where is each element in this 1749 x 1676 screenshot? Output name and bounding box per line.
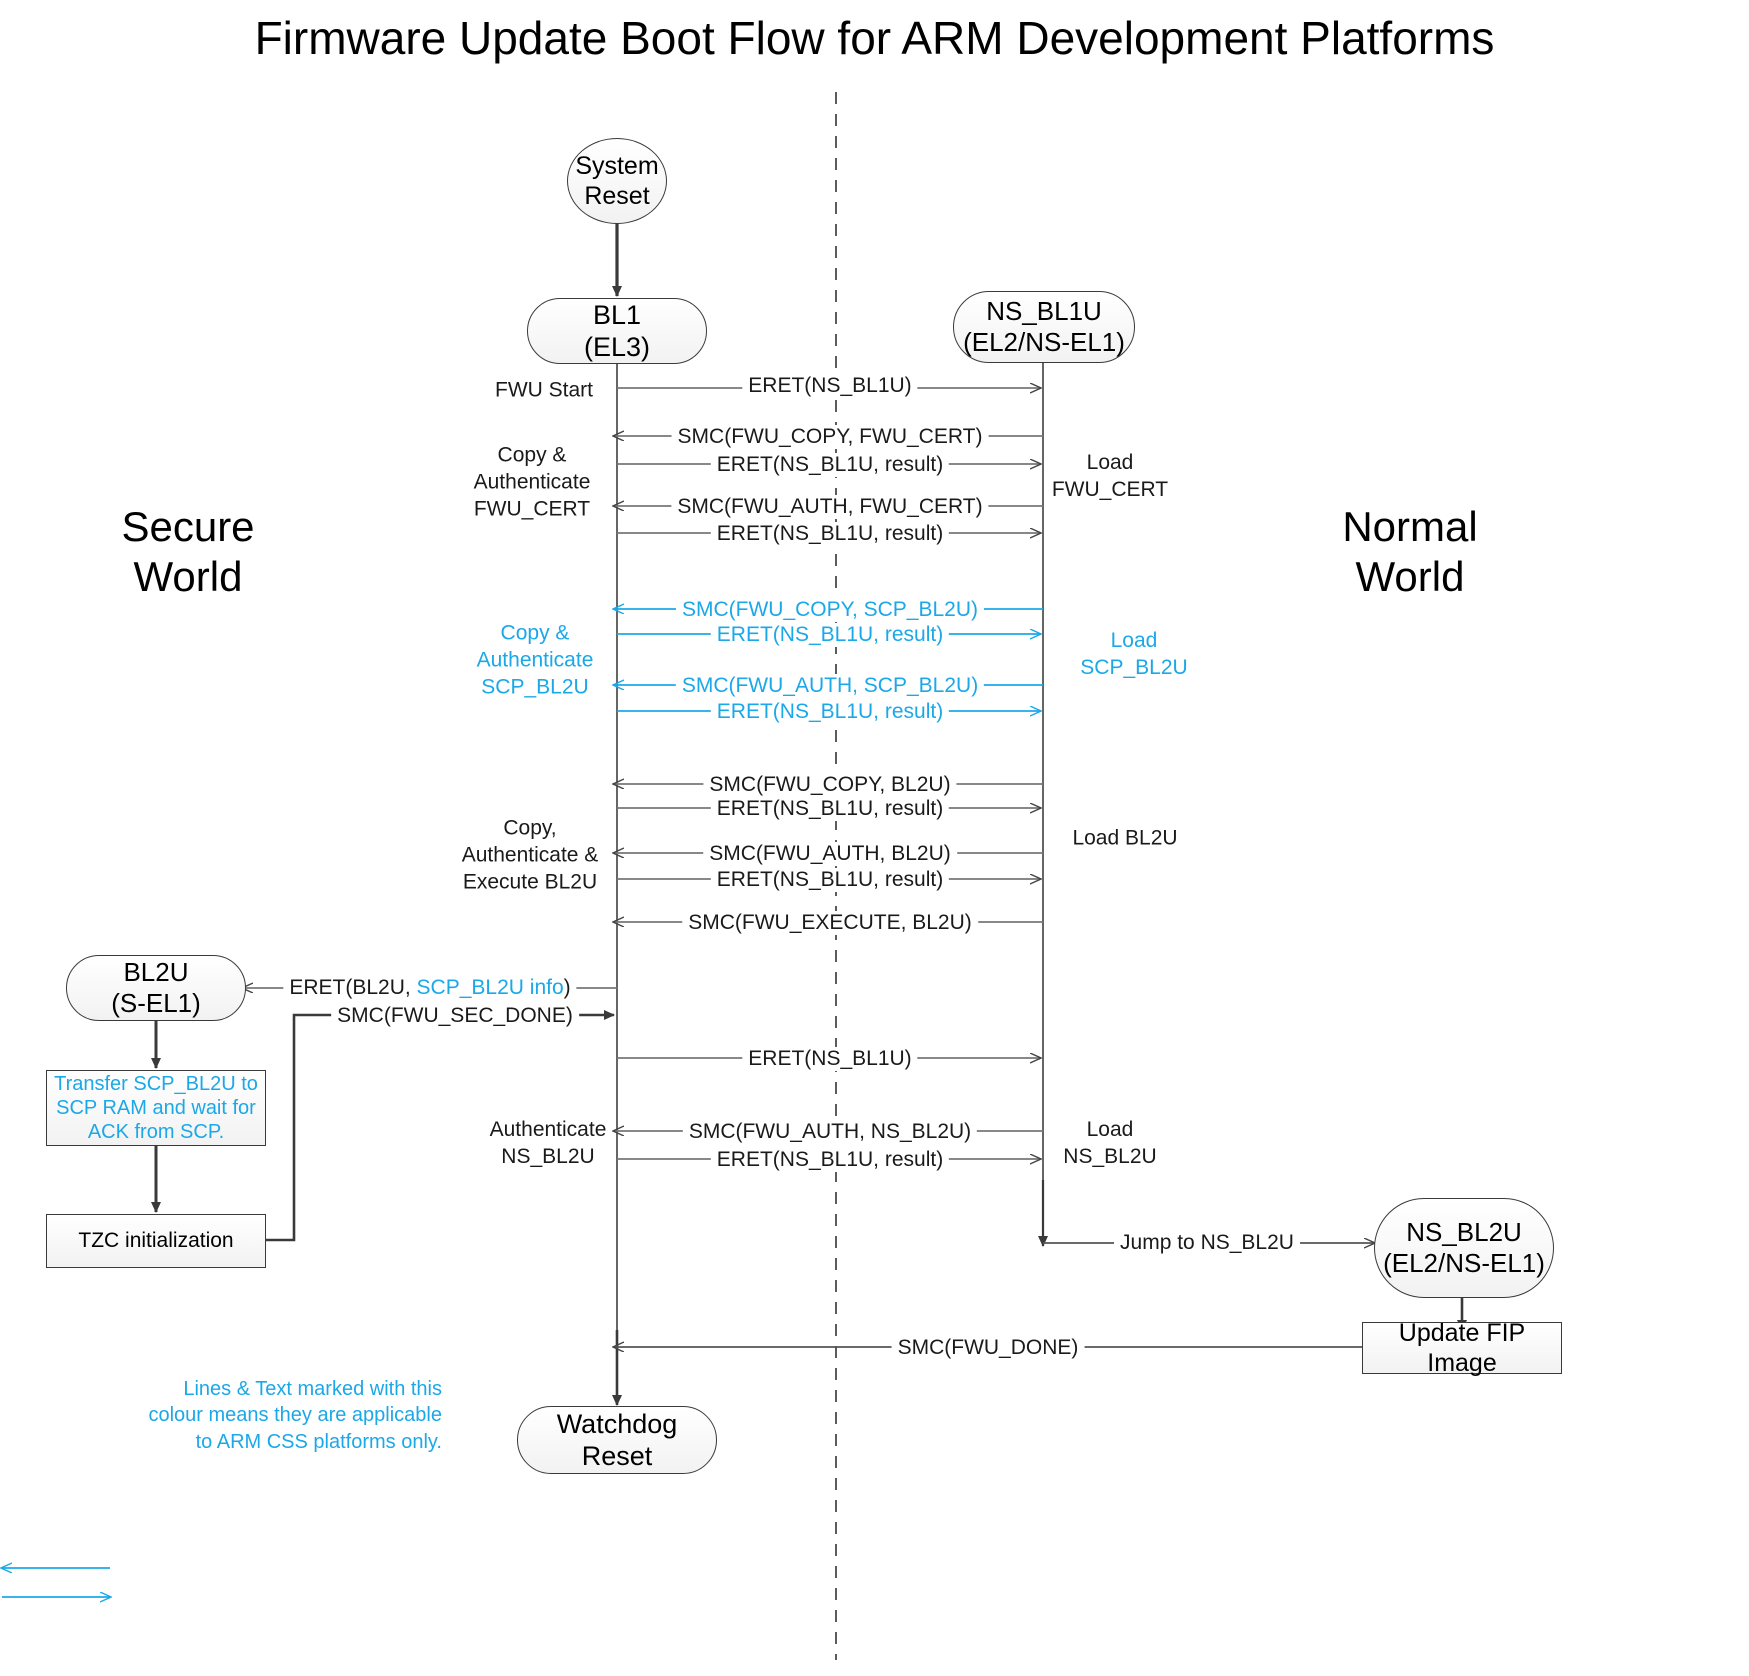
node-watchdog-reset[interactable]: Watchdog Reset [517, 1406, 717, 1474]
annotation-fwu-start: FWU Start [495, 378, 593, 402]
transfer-scp-text: Transfer SCP_BL2U to SCP RAM and wait fo… [54, 1073, 258, 1143]
node-ns-bl1u[interactable]: NS_BL1U (EL2/NS-EL1) [953, 291, 1135, 363]
eret-bl2u-prefix: ERET(BL2U, [289, 976, 417, 999]
system-reset-line1: System [575, 152, 659, 180]
annotation-copy-auth-exec-bl2u: Copy, Authenticate & Execute BL2U [461, 816, 599, 894]
message-label-m1: ERET(NS_BL1U) [742, 374, 918, 398]
message-label-m5: ERET(NS_BL1U, result) [710, 522, 950, 546]
annotation-copy-auth-scp-bl2u: Copy & Authenticate SCP_BL2U [476, 621, 594, 699]
legend-description: Lines & Text marked with this colour mea… [148, 1378, 442, 1453]
message-label-m7: ERET(NS_BL1U, result) [710, 623, 950, 647]
update-fip-text: Update FIP Image [1398, 1319, 1526, 1377]
message-label-m11: ERET(NS_BL1U, result) [710, 797, 950, 821]
annotation-copy-auth-fwu-cert: Copy & Authenticate FWU_CERT [473, 443, 591, 521]
message-label-m20: SMC(FWU_DONE) [891, 1336, 1085, 1360]
message-label-m6: SMC(FWU_COPY, SCP_BL2U) [675, 598, 985, 622]
ns-bl1u-line1: NS_BL1U [986, 295, 1102, 326]
message-label-m12: SMC(FWU_AUTH, BL2U) [703, 842, 957, 866]
node-bl2u[interactable]: BL2U (S-EL1) [66, 955, 246, 1021]
message-label-m8: SMC(FWU_AUTH, SCP_BL2U) [675, 674, 985, 698]
secure-world-label: Secure World [121, 503, 255, 600]
watchdog-reset-text: Watchdog Reset [556, 1408, 678, 1471]
message-label-eret-bl2u: ERET(BL2U, SCP_BL2U info) [283, 976, 577, 1000]
annotation-load-bl2u: Load BL2U [1072, 826, 1178, 850]
annotation-authenticate-ns-bl2u: Authenticate NS_BL2U [489, 1118, 607, 1168]
ns-bl1u-line2: (EL2/NS-EL1) [963, 327, 1125, 357]
message-label-m16: ERET(NS_BL1U) [742, 1047, 918, 1071]
page-title: Firmware Update Boot Flow for ARM Develo… [254, 12, 1495, 64]
message-label-m2: SMC(FWU_COPY, FWU_CERT) [671, 425, 989, 449]
message-label-m14: SMC(FWU_EXECUTE, BL2U) [682, 911, 978, 935]
normal-world-label: Normal World [1342, 503, 1478, 600]
eret-bl2u-suffix: ) [563, 976, 571, 999]
bl1-line1: BL1 [592, 299, 642, 330]
node-bl1[interactable]: BL1 (EL3) [527, 298, 707, 364]
bl2u-line1: BL2U [123, 956, 189, 987]
ns-bl2u-line1: NS_BL2U [1406, 1216, 1522, 1247]
message-label-m19: Jump to NS_BL2U [1114, 1231, 1300, 1255]
message-label-m17: SMC(FWU_AUTH, NS_BL2U) [682, 1120, 978, 1144]
bl1-line2: (EL3) [583, 332, 651, 362]
message-label-m4: SMC(FWU_AUTH, FWU_CERT) [671, 495, 989, 519]
ns-bl2u-line2: (EL2/NS-EL1) [1383, 1248, 1545, 1278]
system-reset-line2: Reset [584, 182, 650, 210]
message-label-m9: ERET(NS_BL1U, result) [710, 700, 950, 724]
message-label-m3: ERET(NS_BL1U, result) [710, 453, 950, 477]
annotation-load-fwu-cert: Load FWU_CERT [1051, 451, 1169, 501]
message-label-m15: SMC(FWU_SEC_DONE) [331, 1004, 579, 1028]
node-ns-bl2u[interactable]: NS_BL2U (EL2/NS-EL1) [1374, 1198, 1554, 1298]
node-transfer-scp-bl2u[interactable]: Transfer SCP_BL2U to SCP RAM and wait fo… [46, 1070, 266, 1146]
message-label-m18: ERET(NS_BL1U, result) [710, 1148, 950, 1172]
annotation-load-ns-bl2u: Load NS_BL2U [1063, 1118, 1157, 1168]
eret-bl2u-cyan-part: SCP_BL2U info [416, 976, 564, 999]
tzc-init-text: TZC initialization [78, 1229, 234, 1253]
bl2u-line2: (S-EL1) [111, 988, 201, 1018]
annotation-load-scp-bl2u: Load SCP_BL2U [1080, 629, 1188, 679]
node-tzc-initialization[interactable]: TZC initialization [46, 1214, 266, 1268]
node-system-reset[interactable]: System Reset [567, 138, 667, 224]
message-label-m13: ERET(NS_BL1U, result) [710, 868, 950, 892]
message-label-m10: SMC(FWU_COPY, BL2U) [703, 773, 957, 797]
node-update-fip-image[interactable]: Update FIP Image [1362, 1319, 1562, 1377]
